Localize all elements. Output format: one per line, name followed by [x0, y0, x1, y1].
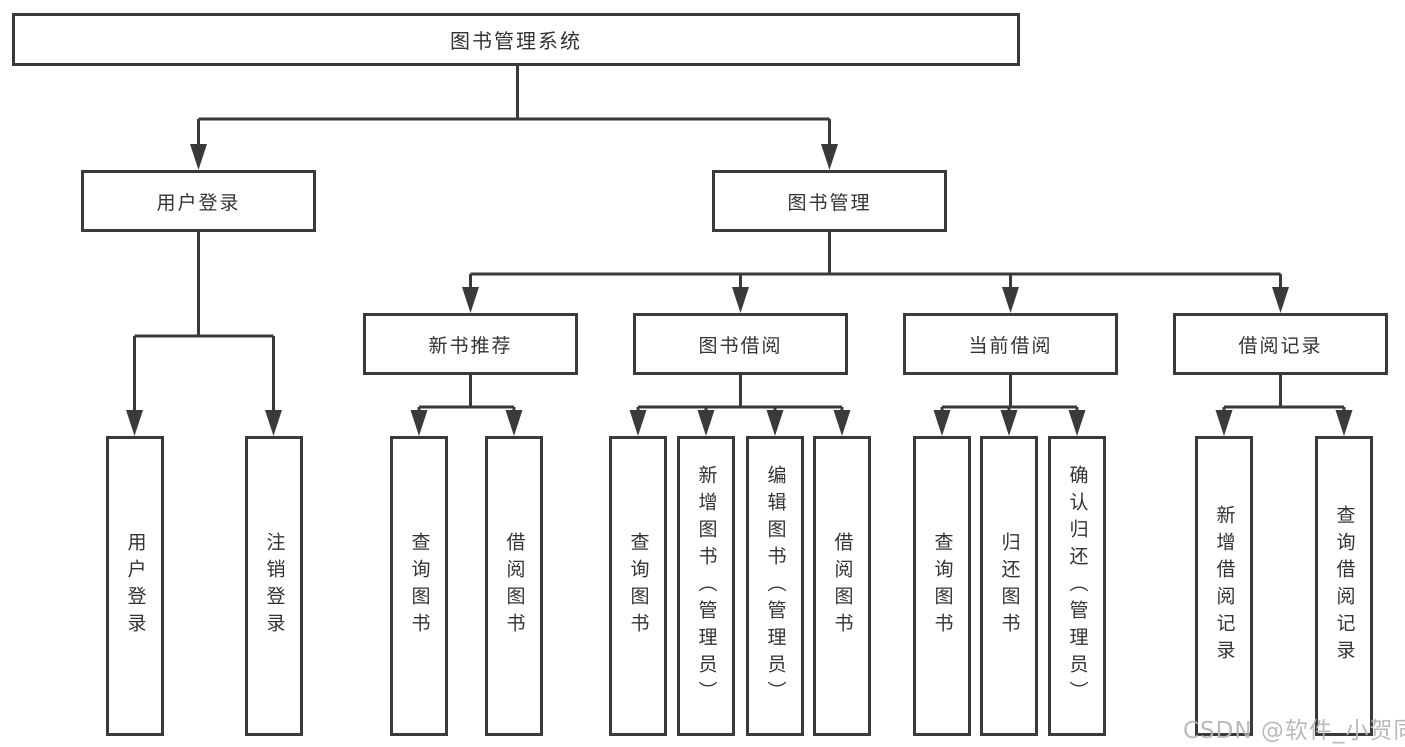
node-book-management-label: 图书管理 — [787, 191, 872, 214]
node-current-borrowing: 当前借阅 — [903, 313, 1118, 375]
node-library-system: 图书管理系统 — [12, 13, 1020, 66]
leaf-current-confirm-return-admin: 确认归还（管理员） — [1048, 436, 1106, 736]
node-user-login-label: 用户登录 — [156, 191, 241, 214]
leaf-logout: 注销登录 — [245, 436, 303, 736]
watermark: CSDN @软件_小贺同学 — [1183, 718, 1405, 744]
node-library-system-label: 图书管理系统 — [450, 29, 582, 53]
node-borrowing-records-label: 借阅记录 — [1238, 334, 1323, 357]
leaf-user-login: 用户登录 — [106, 436, 164, 736]
arrowheads — [126, 144, 1353, 436]
node-current-borrowing-label: 当前借阅 — [968, 334, 1053, 357]
node-user-login: 用户登录 — [81, 170, 316, 232]
leaf-recommend-query-books: 查询图书 — [390, 436, 448, 736]
leaf-recommend-borrow-books: 借阅图书 — [485, 436, 543, 736]
leaf-borrowing-query-books: 查询图书 — [609, 436, 667, 736]
node-borrowing-records: 借阅记录 — [1173, 313, 1388, 375]
leaf-current-return-books: 归还图书 — [980, 436, 1038, 736]
leaf-records-add-borrow-record: 新增借阅记录 — [1195, 436, 1253, 736]
leaf-records-query-borrow-record: 查询借阅记录 — [1315, 436, 1373, 736]
node-book-management: 图书管理 — [712, 170, 947, 232]
node-new-book-recommendation-label: 新书推荐 — [428, 334, 513, 357]
node-new-book-recommendation: 新书推荐 — [363, 313, 578, 375]
leaf-borrowing-edit-books-admin: 编辑图书（管理员） — [746, 436, 804, 736]
leaf-current-query-books: 查询图书 — [913, 436, 971, 736]
leaf-borrowing-add-books-admin: 新增图书（管理员） — [677, 436, 735, 736]
leaf-borrowing-borrow-books: 借阅图书 — [813, 436, 871, 736]
node-book-borrowing-label: 图书借阅 — [698, 334, 783, 357]
node-book-borrowing: 图书借阅 — [633, 313, 848, 375]
